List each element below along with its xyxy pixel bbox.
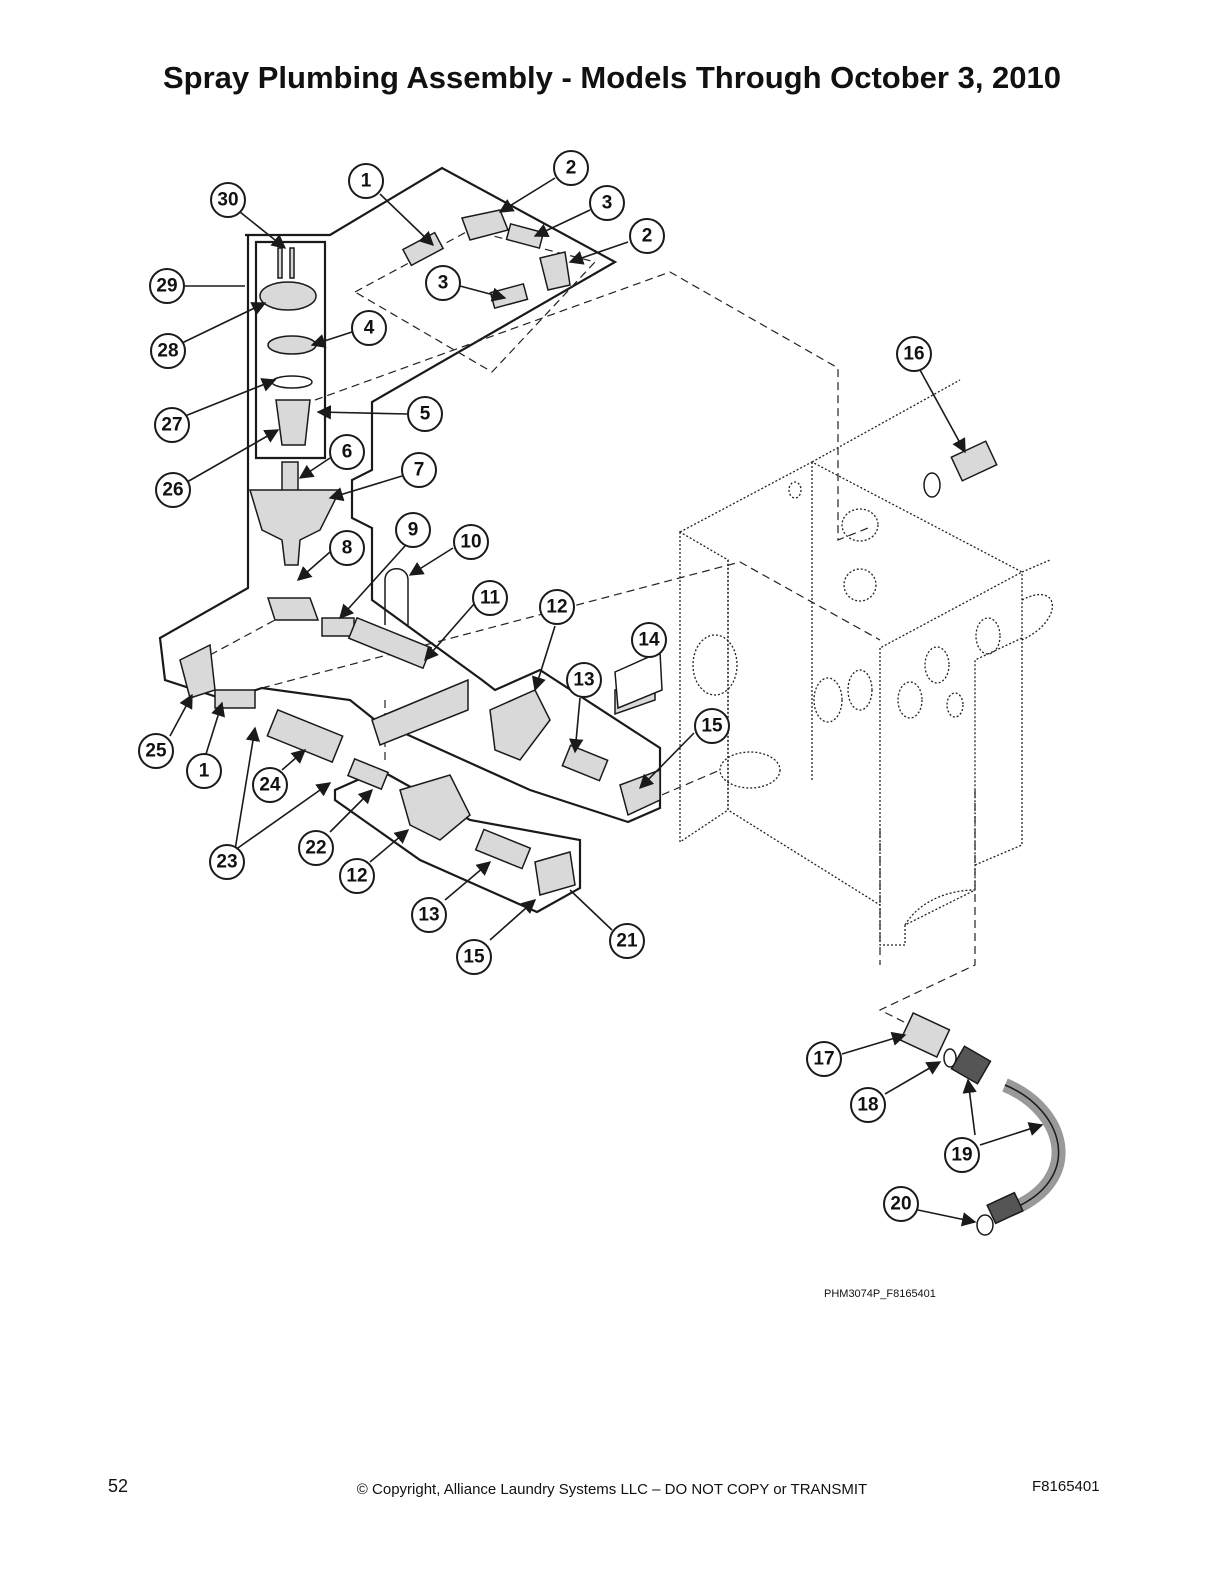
parts — [179, 209, 1066, 1236]
callout-number: 8 — [342, 538, 353, 559]
callout-number: 4 — [364, 318, 375, 339]
callout-number: 17 — [813, 1049, 834, 1070]
callout-2-top: 2 — [553, 150, 589, 186]
callout-7: 7 — [401, 452, 437, 488]
callout-21: 21 — [609, 923, 645, 959]
page-number: 52 — [108, 1476, 129, 1496]
callout-10: 10 — [453, 524, 489, 560]
callout-number: 22 — [305, 838, 326, 859]
callout-26: 26 — [155, 472, 191, 508]
callout-number: 23 — [216, 852, 237, 873]
callout-number: 2 — [566, 158, 577, 179]
callout-number: 1 — [361, 171, 372, 192]
callout-3-top: 3 — [589, 185, 625, 221]
callout-number: 6 — [342, 442, 353, 463]
callout-4: 4 — [351, 310, 387, 346]
callout-number: 18 — [857, 1095, 878, 1116]
callout-number: 29 — [156, 276, 177, 297]
callout-number: 30 — [217, 190, 238, 211]
callout-27: 27 — [154, 407, 190, 443]
callout-16: 16 — [896, 336, 932, 372]
callout-13-lower: 13 — [411, 897, 447, 933]
callout-number: 13 — [418, 905, 439, 926]
callout-8: 8 — [329, 530, 365, 566]
callout-24: 24 — [252, 767, 288, 803]
copyright-notice: © Copyright, Alliance Laundry Systems LL… — [356, 1481, 868, 1498]
callout-28: 28 — [150, 333, 186, 369]
callout-6: 6 — [329, 434, 365, 470]
callout-23: 23 — [209, 844, 245, 880]
float-switch-box — [254, 240, 327, 460]
callout-2-right: 2 — [629, 218, 665, 254]
callout-number: 14 — [638, 630, 660, 651]
callout-number: 5 — [420, 404, 431, 425]
callout-number: 1 — [199, 761, 210, 782]
callout-number: 15 — [701, 716, 723, 737]
callout-1-lower: 1 — [186, 753, 222, 789]
callout-number: 13 — [573, 670, 594, 691]
callout-13-upper: 13 — [566, 662, 602, 698]
callout-number: 25 — [145, 741, 167, 762]
callout-number: 28 — [157, 341, 178, 362]
document-code: F8165401 — [1032, 1478, 1100, 1495]
callout-number: 3 — [602, 193, 613, 214]
callout-15-lower: 15 — [456, 939, 492, 975]
callout-25: 25 — [138, 733, 174, 769]
cabinet-frame — [679, 379, 1054, 946]
callout-number: 9 — [408, 520, 419, 541]
callout-22: 22 — [298, 830, 334, 866]
callout-number: 16 — [903, 344, 924, 365]
leader-lines — [169, 177, 1044, 1227]
callout-5: 5 — [407, 396, 443, 432]
callout-number: 12 — [346, 866, 367, 887]
callout-20: 20 — [883, 1186, 919, 1222]
callout-29: 29 — [149, 268, 185, 304]
callout-3-mid: 3 — [425, 265, 461, 301]
callout-number: 21 — [616, 931, 638, 952]
callout-12-upper: 12 — [539, 589, 575, 625]
callout-number: 10 — [460, 532, 481, 553]
callout-number: 7 — [414, 460, 425, 481]
callout-14: 14 — [631, 622, 667, 658]
callout-17: 17 — [806, 1041, 842, 1077]
callout-30: 30 — [210, 182, 246, 218]
callout-number: 24 — [259, 775, 281, 796]
callout-12-lower: 12 — [339, 858, 375, 894]
callout-number: 3 — [438, 273, 449, 294]
callout-number: 2 — [642, 226, 653, 247]
assembly-outline-upper — [158, 166, 662, 824]
callout-11: 11 — [472, 580, 508, 616]
page-title: Spray Plumbing Assembly - Models Through… — [162, 60, 1062, 95]
callout-19: 19 — [944, 1137, 980, 1173]
callout-number: 26 — [162, 480, 183, 501]
callout-number: 12 — [546, 597, 567, 618]
callout-15-upper: 15 — [694, 708, 730, 744]
callout-number: 20 — [890, 1194, 911, 1215]
callout-number: 15 — [463, 947, 485, 968]
figure-code: PHM3074P_F8165401 — [824, 1288, 936, 1300]
callout-number: 11 — [480, 588, 501, 609]
callout-9: 9 — [395, 512, 431, 548]
callout-number: 27 — [161, 415, 182, 436]
callout-18: 18 — [850, 1087, 886, 1123]
callout-number: 19 — [951, 1145, 972, 1166]
callout-1-top: 1 — [348, 163, 384, 199]
